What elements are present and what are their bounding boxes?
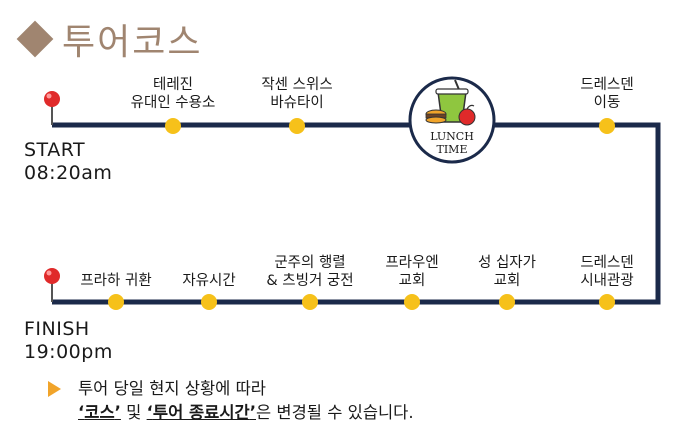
notice-quote-open: ‘ (78, 403, 85, 422)
stop-dot (404, 294, 420, 310)
page-title-text: 투어코스 (62, 22, 203, 63)
stop-label: 드레스덴 이동 (580, 77, 634, 111)
stop-label: 군주의 행렬 & 츠빙거 궁전 (266, 255, 354, 289)
stop-dot (599, 118, 615, 134)
notice-mid: 및 (120, 403, 147, 422)
stop-label: 프라하 귀환 (80, 273, 152, 289)
notice-quote-close: ’ (114, 403, 121, 422)
finish-label: FINISH (24, 318, 90, 340)
route-line (52, 122, 661, 305)
notice-quote-open: ‘ (146, 403, 153, 422)
page-title: 투어코스 (16, 14, 202, 64)
stop-label: 자유시간 (182, 273, 236, 289)
stop-label: 작센 스위스 바슈타이 (261, 77, 333, 111)
start-block: START 08:20am (24, 139, 112, 185)
notice-end-time: 투어 종료시간 (152, 403, 250, 422)
notice-quote-close: ’ (249, 403, 256, 422)
notice-line2: ‘코스’ 및 ‘투어 종료시간’은 변경될 수 있습니다. (78, 401, 414, 425)
stop-label: 테레진 유대인 수용소 (130, 77, 216, 111)
notice-tail: 은 변경될 수 있습니다. (256, 403, 414, 422)
stop-label: 프라우엔 교회 (385, 255, 439, 289)
stop-dot (201, 294, 217, 310)
notice: 투어 당일 현지 상황에 따라 ‘코스’ 및 ‘투어 종료시간’은 변경될 수 … (48, 377, 414, 425)
finish-block: FINISH 19:00pm (24, 318, 113, 364)
stop-dot (108, 294, 124, 310)
stop-label: 드레스덴 시내관광 (580, 255, 634, 289)
stop-dot (302, 294, 318, 310)
stop-dot (599, 294, 615, 310)
stop-dot (499, 294, 515, 310)
play-arrow-icon (48, 381, 61, 397)
stop-dot (289, 118, 305, 134)
notice-line1: 투어 당일 현지 상황에 따라 (78, 379, 266, 398)
stop-label: 성 십자가 교회 (478, 255, 536, 289)
stop-dot (165, 118, 181, 134)
finish-pin-icon (44, 268, 60, 302)
start-pin-icon (44, 91, 60, 125)
lunch-icon (408, 76, 496, 164)
finish-time: 19:00pm (24, 341, 113, 363)
start-label: START (24, 139, 86, 161)
start-time: 08:20am (24, 162, 113, 184)
notice-course: 코스 (84, 403, 115, 422)
